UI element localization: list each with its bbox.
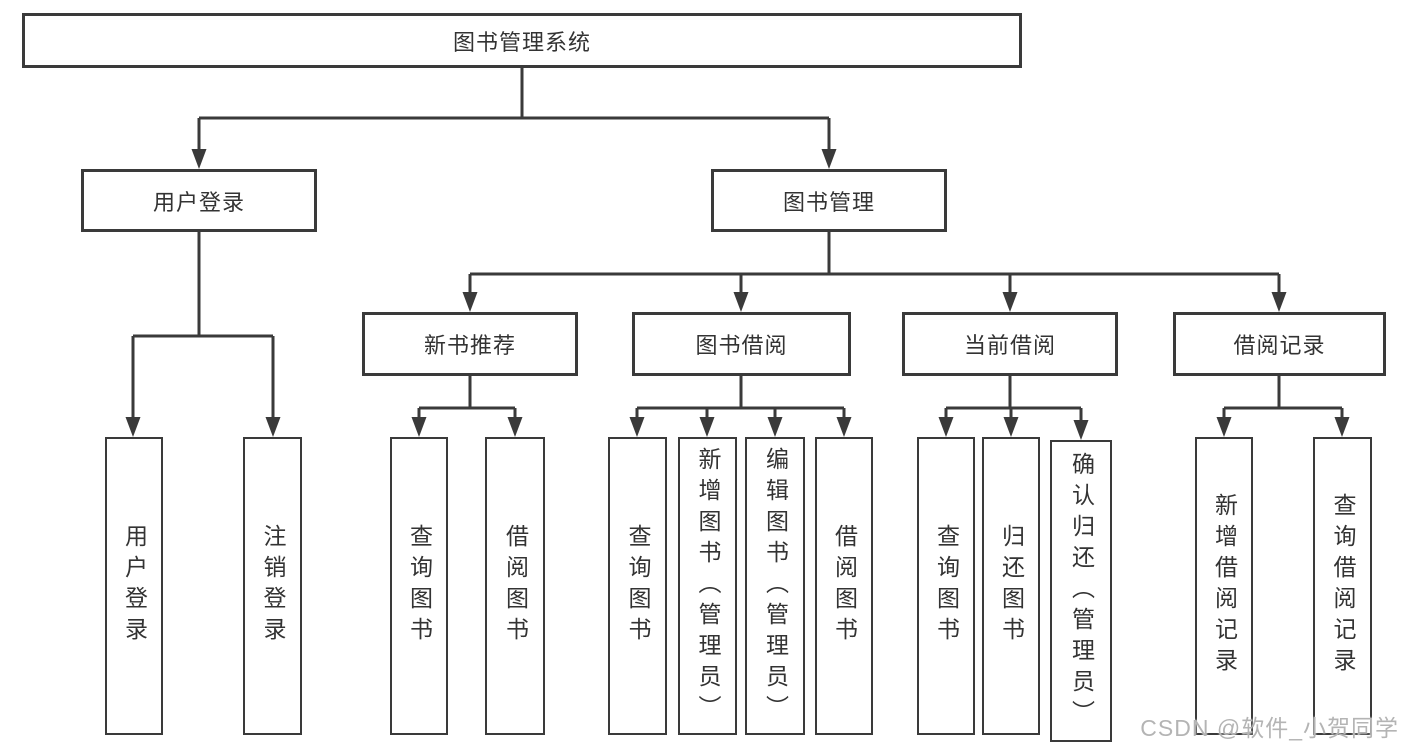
leaf-edit-book-admin: 编辑图书（管理员） [745, 437, 805, 735]
leaf-borrow-books-borrow-label: 借阅图书 [831, 524, 858, 648]
leaf-add-borrow-record-label: 新增借阅记录 [1211, 493, 1238, 679]
leaf-user-login: 用户登录 [105, 437, 163, 735]
leaf-user-login-label: 用户登录 [121, 524, 148, 648]
leaf-confirm-return-admin-label: 确认归还（管理员） [1068, 451, 1095, 731]
node-current-borrowing: 当前借阅 [902, 312, 1118, 376]
leaf-query-books-borrow-label: 查询图书 [625, 524, 651, 648]
leaf-logout-label: 注销登录 [260, 524, 286, 648]
leaf-edit-book-admin-label: 编辑图书（管理员） [762, 446, 789, 726]
leaf-query-books-current-label: 查询图书 [933, 524, 960, 648]
node-book-borrowing: 图书借阅 [632, 312, 851, 376]
leaf-add-book-admin-label: 新增图书（管理员） [695, 446, 721, 726]
leaf-add-borrow-record: 新增借阅记录 [1195, 437, 1253, 735]
leaf-confirm-return-admin: 确认归还（管理员） [1050, 440, 1112, 742]
node-user-login: 用户登录 [81, 169, 317, 232]
leaf-query-books-recommend-label: 查询图书 [406, 524, 433, 648]
leaf-query-borrow-record: 查询借阅记录 [1313, 437, 1372, 735]
csdn-watermark: CSDN @软件_小贺同学 [1140, 715, 1399, 741]
node-borrowing-records: 借阅记录 [1173, 312, 1386, 376]
leaf-return-books: 归还图书 [982, 437, 1040, 735]
leaf-query-books-recommend: 查询图书 [390, 437, 448, 735]
leaf-borrow-books-borrow: 借阅图书 [815, 437, 873, 735]
node-new-book-recommend: 新书推荐 [362, 312, 578, 376]
node-library-management-system: 图书管理系统 [22, 13, 1022, 68]
leaf-return-books-label: 归还图书 [998, 524, 1025, 648]
leaf-query-books-current: 查询图书 [917, 437, 975, 735]
leaf-query-borrow-record-label: 查询借阅记录 [1330, 493, 1356, 679]
leaf-query-books-borrow: 查询图书 [608, 437, 667, 735]
leaf-logout: 注销登录 [243, 437, 302, 735]
node-book-management: 图书管理 [711, 169, 947, 232]
leaf-add-book-admin: 新增图书（管理员） [678, 437, 737, 735]
leaf-borrow-books-recommend: 借阅图书 [485, 437, 545, 735]
leaf-borrow-books-recommend-label: 借阅图书 [502, 524, 529, 648]
